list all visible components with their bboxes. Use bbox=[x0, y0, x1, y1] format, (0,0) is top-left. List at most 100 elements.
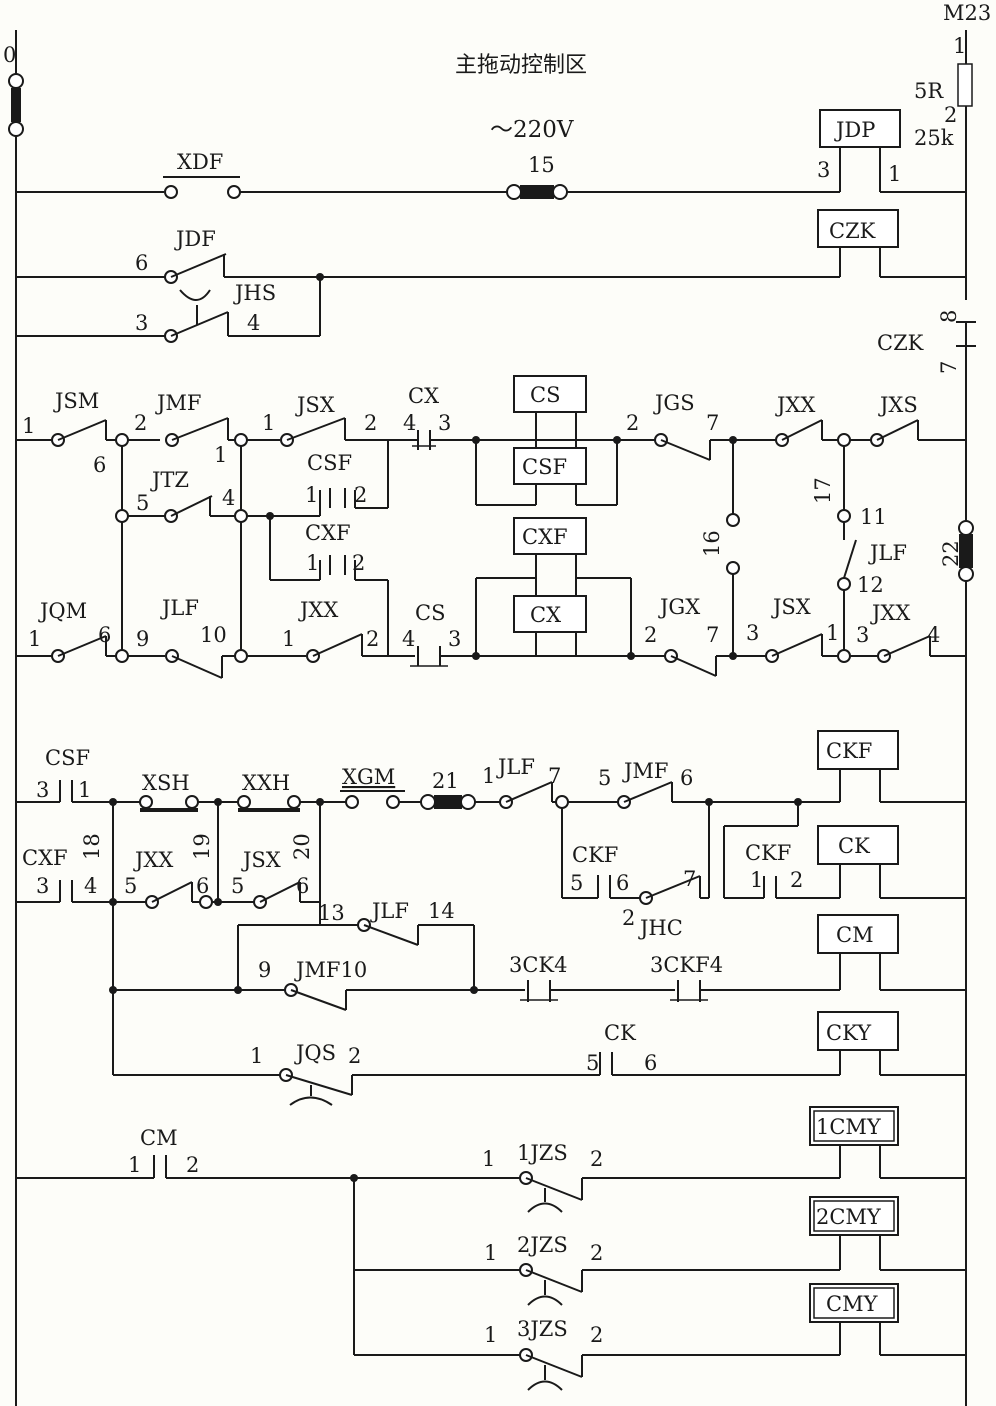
cs-bot-pin-3: 3 bbox=[448, 627, 461, 651]
ck-c-label: CK bbox=[604, 1021, 636, 1045]
coil-jdp bbox=[819, 109, 901, 148]
jhs-label: JHS bbox=[233, 281, 276, 305]
resistor-15: 15 bbox=[506, 153, 568, 200]
coil-csf bbox=[513, 447, 587, 485]
cxf-b-pin-3: 3 bbox=[36, 874, 49, 898]
cxf-a-label: CXF bbox=[305, 521, 351, 545]
interlock-csf-cxf: CSF 1 2 CXF 1 2 bbox=[269, 440, 389, 656]
jsx-a-pin-1: 1 bbox=[262, 411, 275, 435]
coil-cky bbox=[817, 1011, 899, 1051]
jsx-b-pin-3: 3 bbox=[746, 621, 759, 645]
cm-c-label: CM bbox=[140, 1126, 178, 1150]
coil-cxf bbox=[513, 517, 587, 555]
jtz-label: JTZ bbox=[150, 468, 189, 492]
jlf-b-label: JLF bbox=[868, 541, 907, 565]
jxx-d-label: JXX bbox=[133, 848, 173, 872]
left-rail-label: 0 bbox=[3, 43, 16, 67]
jtz-pin-4: 4 bbox=[222, 486, 235, 510]
jqs-pin-1: 1 bbox=[250, 1044, 263, 1068]
voltage-label: ～220V bbox=[490, 117, 574, 143]
jhc-label: JHC bbox=[638, 916, 683, 940]
jsx-b-pin-1: 1 bbox=[826, 621, 839, 645]
cx-top-pin-4: 4 bbox=[403, 411, 416, 435]
jzs2-pin-1: 1 bbox=[484, 1241, 497, 1265]
czk-pin-8: 8 bbox=[937, 310, 961, 323]
jgs-label: JGS bbox=[653, 391, 695, 415]
fuse-rating: 25k bbox=[914, 126, 954, 150]
jlf-d-label: JLF bbox=[370, 899, 409, 923]
wire-20: 20 bbox=[290, 833, 314, 860]
ckf-b-pin-2: 2 bbox=[790, 868, 803, 892]
coil-cx-label: CX bbox=[530, 603, 561, 627]
jzs3-pin-1: 1 bbox=[484, 1323, 497, 1347]
jlf-c-pin-1: 1 bbox=[482, 764, 495, 788]
branch-jlf-b: 17 11 JLF 12 bbox=[811, 446, 907, 650]
jgs-pin-2: 2 bbox=[626, 411, 639, 435]
cx-top-pin-3: 3 bbox=[438, 411, 451, 435]
coil-cx bbox=[513, 595, 587, 633]
cx-top-label: CX bbox=[408, 384, 439, 408]
coil-ck-label: CK bbox=[838, 834, 870, 858]
jxx-b-label: JXX bbox=[298, 598, 338, 622]
coil-jdp-label: JDP bbox=[834, 118, 875, 142]
coil-cmy-label: CMY bbox=[826, 1292, 879, 1316]
jlf-a-pin-10: 10 bbox=[200, 623, 227, 647]
cm-c-pin-2: 2 bbox=[186, 1153, 199, 1177]
coil-ckf-label: CKF bbox=[826, 739, 872, 763]
coil-1cmy-label: 1CMY bbox=[816, 1115, 882, 1139]
jxx-d-pin-6: 6 bbox=[196, 874, 209, 898]
jqm-label: JQM bbox=[38, 599, 87, 623]
csf-a-pin-2: 2 bbox=[354, 483, 367, 507]
jxx-b-pin-1: 1 bbox=[282, 627, 295, 651]
jxs-label: JXS bbox=[878, 393, 918, 417]
jgx-pin-7: 7 bbox=[706, 623, 719, 647]
jsm-pin-1: 1 bbox=[22, 414, 35, 438]
jxx-c-pin-3: 3 bbox=[856, 623, 869, 647]
rung-cm: 13 JLF 14 9 JMF10 3CK4 3CKF4 CM bbox=[109, 899, 966, 1011]
jmf-b-pin-5: 5 bbox=[598, 766, 611, 790]
right-power-rail: M23 1 5R 2 25k bbox=[914, 1, 991, 1406]
czk-contact-label: CZK bbox=[877, 331, 924, 355]
rung-jdp: XDF 15 JDP 3 1 bbox=[16, 109, 966, 200]
jgs-pin-7: 7 bbox=[706, 411, 719, 435]
xgm-label: XGM bbox=[342, 765, 395, 789]
jmf-c-label: JMF10 bbox=[294, 958, 367, 982]
wire-17: 17 bbox=[811, 477, 835, 504]
ckf-a-pin-5: 5 bbox=[570, 871, 583, 895]
ckf-a-pin-6: 6 bbox=[616, 871, 629, 895]
jqm-pin-6: 6 bbox=[98, 623, 111, 647]
csf-b-pin-1: 1 bbox=[78, 778, 91, 802]
coil-pair-cs-csf: CS CSF bbox=[475, 375, 618, 506]
coil-cxf-label: CXF bbox=[522, 525, 568, 549]
wire-11: 11 bbox=[860, 505, 887, 529]
jtz-pin-5: 5 bbox=[136, 491, 149, 515]
left-power-rail: 0 bbox=[3, 30, 24, 1406]
jmf-a-label: JMF bbox=[155, 391, 202, 415]
fuse-pin-top: 1 bbox=[953, 34, 966, 58]
contact-czk: CZK 8 7 bbox=[877, 300, 976, 374]
jsx-b-label: JSX bbox=[771, 595, 811, 619]
jmf-b-pin-6: 6 bbox=[680, 766, 693, 790]
jzs2-label: 2JZS bbox=[517, 1233, 568, 1257]
resistor-15-label: 15 bbox=[528, 153, 555, 177]
jsx-a-pin-2: 2 bbox=[364, 411, 377, 435]
coil-cm-label: CM bbox=[836, 923, 874, 947]
jsm-label: JSM bbox=[53, 389, 99, 413]
branch-16: 16 bbox=[700, 440, 740, 660]
jmf-a-pin-2: 2 bbox=[134, 411, 147, 435]
rung-ck: CK CKF 1 2 bbox=[723, 802, 966, 899]
jxx-c-label: JXX bbox=[870, 601, 910, 625]
jsx-c-label: JSX bbox=[241, 848, 281, 872]
csf-b-pin-3: 3 bbox=[36, 778, 49, 802]
jgx-label: JGX bbox=[658, 595, 700, 619]
xdf-label: XDF bbox=[177, 150, 223, 174]
jxx-d-pin-5: 5 bbox=[124, 874, 137, 898]
coil-ckf bbox=[817, 730, 899, 770]
rung-cs-upper: JSM 1 6 JMF 2 1 JSX 1 2 CX 4 3 JGS bbox=[16, 384, 966, 477]
branch-jtz: JTZ 5 4 bbox=[115, 446, 274, 650]
resistor-21: 21 bbox=[420, 769, 476, 810]
jlf-c-label: JLF bbox=[496, 755, 535, 779]
cxf-b-label: CXF bbox=[22, 846, 68, 870]
jxx-a-label: JXX bbox=[775, 393, 815, 417]
